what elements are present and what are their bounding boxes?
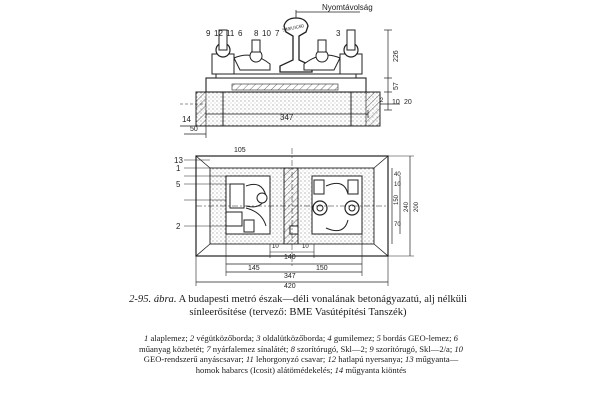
figure-legend: 1 alaplemez; 2 végütközőborda; 3 oldalüt… [136, 333, 466, 375]
ref-label: 3 [336, 29, 341, 38]
legend-item: 12 hatlapú nyersanya; [327, 354, 403, 365]
legend-item: 9 szorítórugó, Skl—2/a; [369, 343, 453, 354]
ref-label: 1 [176, 164, 181, 173]
legend-item: 11 lehorgonyzó csavar; [245, 354, 326, 365]
ref-label: 5 [176, 180, 181, 189]
dim-label: 57 [393, 82, 400, 90]
ref-label: 8 [254, 29, 259, 38]
plan-left-plate [225, 175, 271, 235]
cross-section-view: Nyomtávolság S49/UIC60 [180, 3, 400, 138]
legend-item: 10 GEO-rendszerű anyáscsavar; [143, 343, 463, 365]
ref-label: 9 [206, 29, 211, 38]
left-clamp [211, 29, 271, 75]
dim-label: 145 [248, 265, 260, 272]
track-gauge-label: Nyomtávolság [322, 3, 373, 12]
dim-label: 2 [380, 98, 384, 104]
ref-label: 14 [182, 115, 191, 124]
ref-label: 11 [226, 29, 235, 38]
dim-label: 150 [316, 265, 328, 272]
dim-label: 20 [404, 99, 412, 106]
right-clamp [303, 29, 363, 75]
technical-drawing: Nyomtávolság S49/UIC60 [174, 3, 420, 290]
legend-item: 14 műgyanta kiöntés [334, 364, 407, 375]
figure-title: A budapesti metró észak—déli vonalának b… [178, 294, 467, 318]
dim-label: 105 [234, 147, 246, 154]
dim-label: 347 [280, 113, 294, 122]
ref-label: 7 [275, 29, 280, 38]
ref-label: 12 [214, 29, 223, 38]
legend-item: 3 oldalütközőborda; [256, 333, 326, 343]
dim-label: 70 [394, 222, 401, 228]
legend-item: 2 végütközőborda; [189, 333, 255, 343]
cross-section-labels: 9 12 11 6 8 10 7 3 14 226 57 10 20 347 5… [182, 29, 412, 133]
dim-label: 50 [190, 126, 198, 133]
figure-number: 2-95. [129, 294, 152, 305]
dim-label: 10 [272, 244, 279, 250]
rail-stamp: S49/UIC60 [282, 23, 305, 33]
ref-label: 6 [238, 29, 243, 38]
legend-item: 6 műanyag közbetét; [139, 333, 458, 354]
ref-label: 10 [262, 29, 271, 38]
dim-label: 420 [284, 283, 296, 290]
legend-item: 1 alaplemez; [144, 333, 188, 343]
plan-view-labels: 13 1 5 2 105 40 10 150 70 240 200 10 10 … [174, 147, 420, 290]
legend-item: 7 nyárfalemez sínalátét; [206, 343, 289, 354]
plan-right-plate [311, 175, 363, 235]
legend-item: 5 bordás GEO-lemez; [376, 333, 452, 343]
dim-label: 140 [284, 254, 296, 261]
dim-label: 150 [394, 194, 400, 205]
legend-item: 13 műgyanta—homok habarcs (Icosit) alátö… [195, 354, 459, 375]
dim-label: 200 [414, 201, 420, 212]
figure-caption: 2-95. ábra. A budapesti metró észak—déli… [128, 293, 468, 319]
legend-item: 8 szorítórugó, Skl—2; [290, 343, 368, 354]
dim-label: 40 [394, 172, 401, 178]
ref-label: 2 [176, 222, 181, 231]
ref-label: 13 [174, 156, 183, 165]
dim-label: 347 [284, 273, 296, 280]
dim-label: 10 [392, 99, 400, 106]
dim-label: 10 [302, 244, 309, 250]
legend-item: 4 gumilemez; [327, 333, 375, 343]
rail-profile: S49/UIC60 [279, 17, 313, 73]
plan-view [184, 148, 414, 286]
dim-label: 240 [404, 201, 410, 212]
figure-word: ábra. [153, 294, 177, 305]
dim-label: 10 [394, 182, 401, 188]
dim-label: 226 [393, 50, 400, 62]
